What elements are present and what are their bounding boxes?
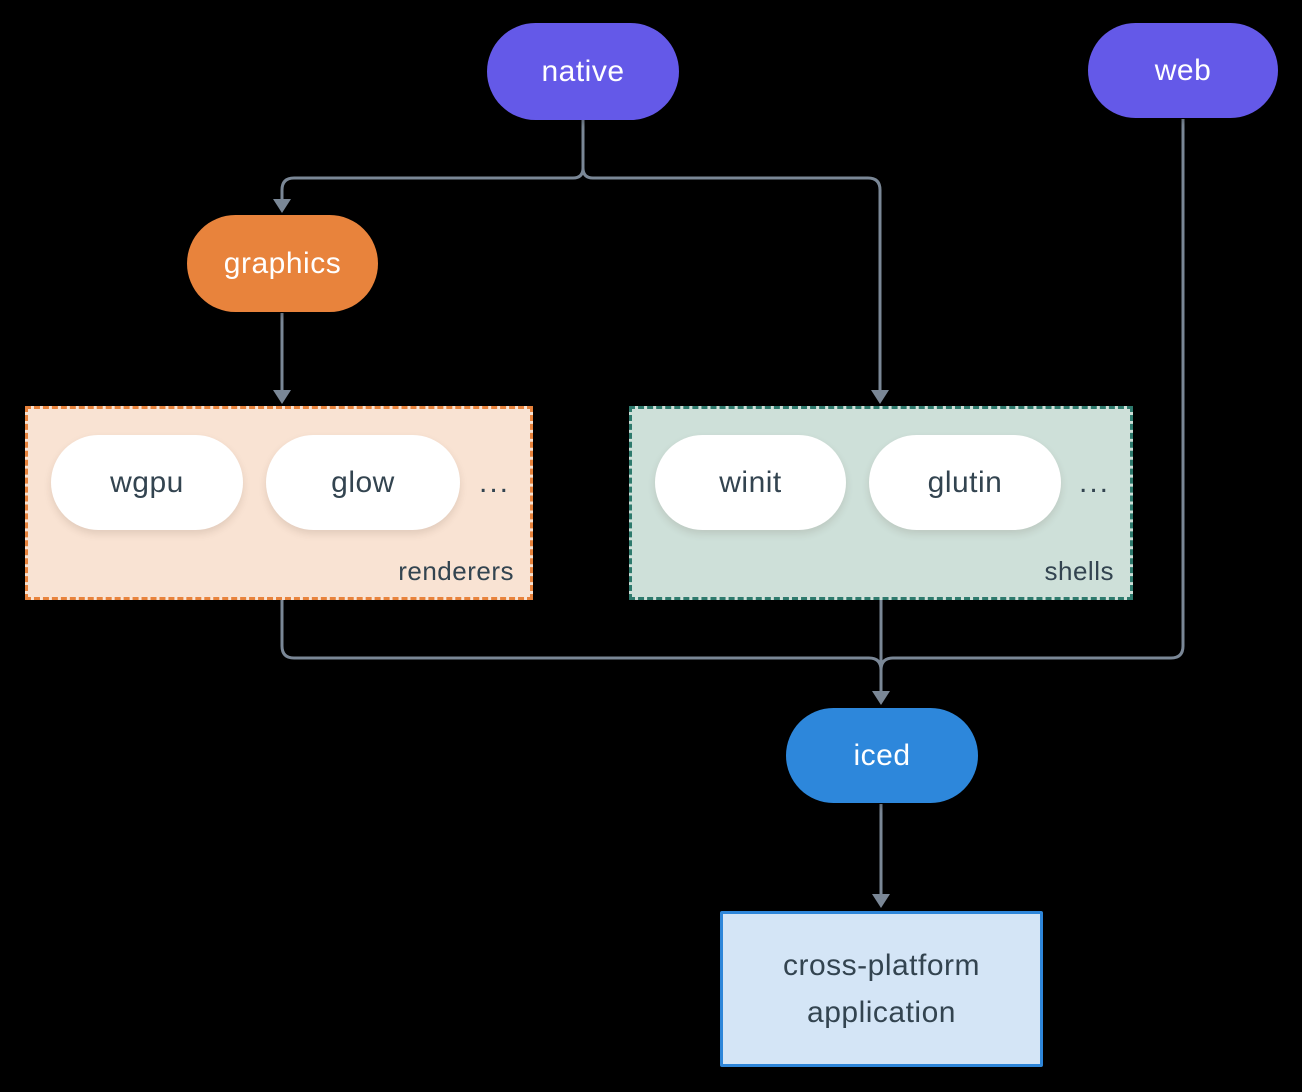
arrowhead-down-icon bbox=[872, 894, 890, 908]
edge-renderers-iced bbox=[280, 600, 883, 671]
node-winit: winit bbox=[655, 435, 846, 530]
renderers-group-label: renderers bbox=[398, 556, 514, 586]
renderers-ellipsis: ... bbox=[478, 465, 510, 499]
node-glutin-label: glutin bbox=[927, 465, 1003, 499]
node-web: web bbox=[1088, 23, 1278, 118]
node-native: native bbox=[487, 23, 679, 120]
node-winit-label: winit bbox=[719, 465, 782, 499]
group-shells: winit glutin ... shells bbox=[629, 406, 1133, 600]
node-graphics-label: graphics bbox=[223, 246, 342, 280]
edge-native-graphics bbox=[280, 120, 585, 199]
shells-group-label: shells bbox=[1044, 556, 1114, 586]
node-wgpu-label: wgpu bbox=[110, 465, 184, 499]
arrowhead-down-icon bbox=[872, 691, 890, 705]
group-renderers: wgpu glow ... renderers bbox=[25, 406, 533, 600]
node-web-label: web bbox=[1154, 53, 1212, 87]
arrowhead-down-icon bbox=[871, 390, 889, 404]
node-native-label: native bbox=[541, 54, 625, 88]
arrowhead-down-icon bbox=[273, 390, 291, 404]
node-cross-platform-application: cross-platform application bbox=[720, 911, 1043, 1067]
node-glutin: glutin bbox=[869, 435, 1061, 530]
node-glow-label: glow bbox=[331, 465, 395, 499]
shells-ellipsis: ... bbox=[1078, 465, 1110, 499]
app-label-line2: application bbox=[807, 996, 956, 1029]
node-glow: glow bbox=[266, 435, 460, 530]
node-iced: iced bbox=[786, 708, 978, 803]
edge-native-shells bbox=[581, 120, 882, 390]
node-wgpu: wgpu bbox=[51, 435, 243, 530]
node-graphics: graphics bbox=[187, 215, 378, 312]
arrowhead-down-icon bbox=[273, 199, 291, 213]
node-iced-label: iced bbox=[853, 738, 911, 772]
app-label-line1: cross-platform bbox=[782, 949, 981, 982]
